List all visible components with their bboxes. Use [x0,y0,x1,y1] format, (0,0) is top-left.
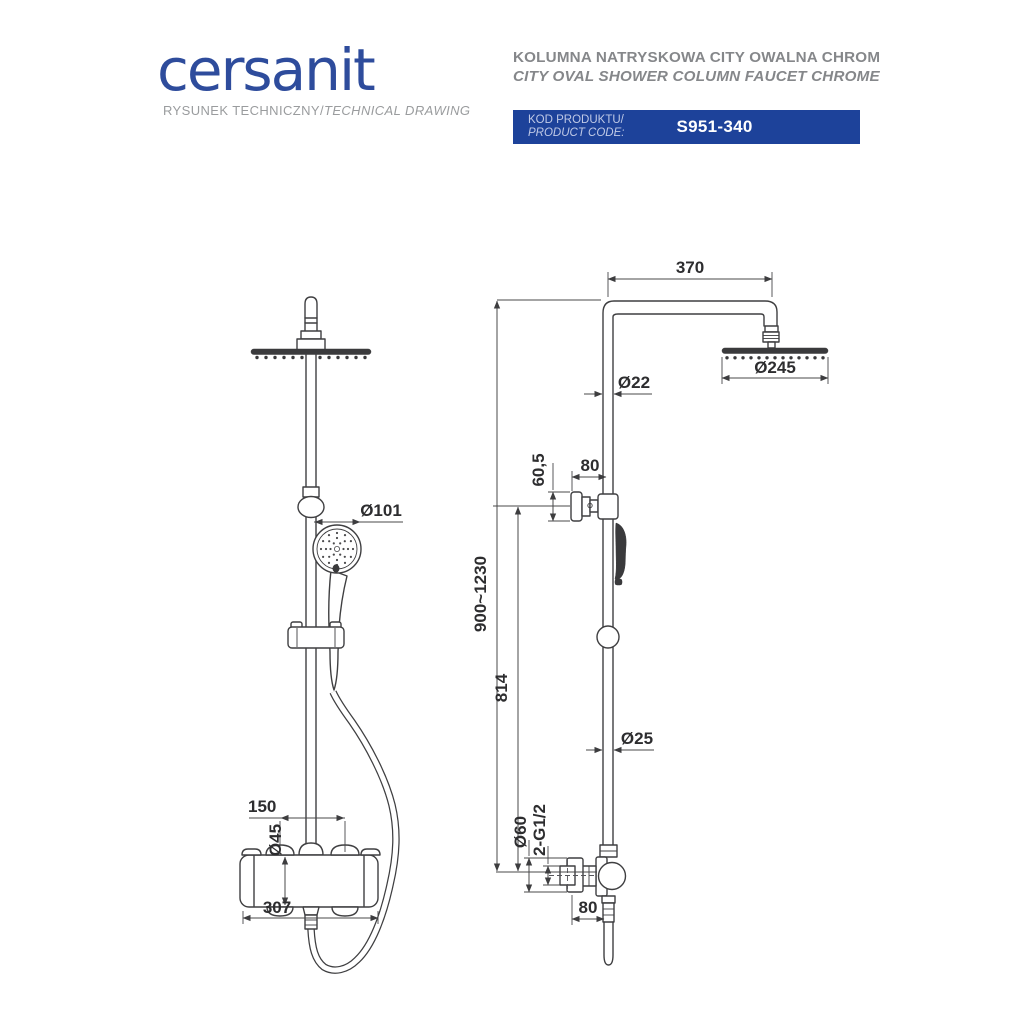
dim-arm-length: 370 [676,258,704,277]
dim-thread: 2-G1/2 [530,804,549,856]
dim-body-width: 307 [263,898,291,917]
mixer-cap-bump-left [241,848,262,856]
rain-head-stem [767,341,776,349]
rain-head-plate-side [721,347,829,354]
hose-nut-side [601,895,616,904]
tube-collar-upper [300,330,322,340]
product-code-box: KOD PRODUKTU/ PRODUCT CODE: S951-340 [513,110,860,144]
rain-head-plate-front [250,348,372,355]
front-view: Ø101 150 Ø45 307 [239,296,403,974]
rain-head-nut [762,331,780,343]
slider-ball-side [596,625,620,649]
drawing-type-pl: RYSUNEK TECHNICZNY/ [163,103,324,118]
shower-hose-inner [308,690,399,973]
hose-nut [302,906,320,916]
rain-head-nozzles-side [725,356,825,360]
code-label-pl: KOD PRODUKTU/ [528,113,624,126]
dim-total-height: 900~1230 [471,556,490,632]
side-view: 370 Ø245 Ø22 900~1230 814 60,5 [471,258,829,966]
hand-shower-side-tab [614,578,623,586]
brand-logo: cersanit [157,36,376,104]
wall-bracket-clamp [597,493,619,520]
column-base-dome [298,842,324,856]
hose-connector-side [602,902,615,923]
wall-bracket-mid [581,496,591,517]
valve-knob [597,861,627,891]
hose-connector [304,914,318,930]
hose-tail [603,921,614,966]
dim-bracket-wall-offset: 80 [581,456,600,475]
dim-escutcheon-diameter: Ø60 [511,816,530,848]
hand-shower-side-profile [614,522,627,580]
wall-bracket-arm [589,499,599,513]
wall-bracket-bolt [587,502,593,509]
dim-valve-wall-offset: 80 [579,898,598,917]
product-title-pl: KOLUMNA NATRYSKOWA CITY OWALNA CHROM [513,49,881,66]
drawing-type-label: RYSUNEK TECHNICZNY/TECHNICAL DRAWING [163,103,470,118]
code-label-en: PRODUCT CODE: [528,127,625,139]
product-title-block: KOLUMNA NATRYSKOWA CITY OWALNA CHROM CIT… [513,48,880,86]
dim-lower-pipe-diameter: Ø25 [621,729,653,748]
dim-inlet-spacing: 150 [248,797,276,816]
rain-head-ring [764,325,779,333]
dim-head-diameter: Ø245 [754,358,796,377]
drawing-type-en: TECHNICAL DRAWING [323,103,471,118]
dim-bracket-to-valve: 814 [492,673,511,702]
product-code-value: S951-340 [676,117,753,136]
mixer-body [239,854,379,908]
tube-collar-lower [296,338,326,351]
slider-ball [297,495,325,519]
product-title-en: CITY OVAL SHOWER COLUMN FAUCET CHROME [513,68,880,85]
slider-fitting [302,486,320,498]
hand-shower-mode-button [332,564,340,573]
hand-shower-bracket [287,626,345,649]
dim-bracket-height: 60,5 [529,453,548,486]
mixer-cap-bump-right [360,848,381,856]
dim-body-diameter: Ø45 [266,824,285,856]
shower-hose [307,690,400,974]
mixer-boss-bottom-right [331,906,359,917]
dim-hand-shower-diameter: Ø101 [360,501,402,520]
hand-shower-face-dots [319,531,355,567]
rain-head-nozzles-front [255,355,367,360]
hand-shower-head [312,524,362,574]
pipe-inner [612,313,765,846]
dim-upper-pipe-diameter: Ø22 [618,373,650,392]
top-tube [304,296,318,341]
product-code-labels: KOD PRODUKTU/ PRODUCT CODE: [528,114,624,141]
pipe-outer [602,300,778,846]
wall-bracket-disc [570,491,583,522]
